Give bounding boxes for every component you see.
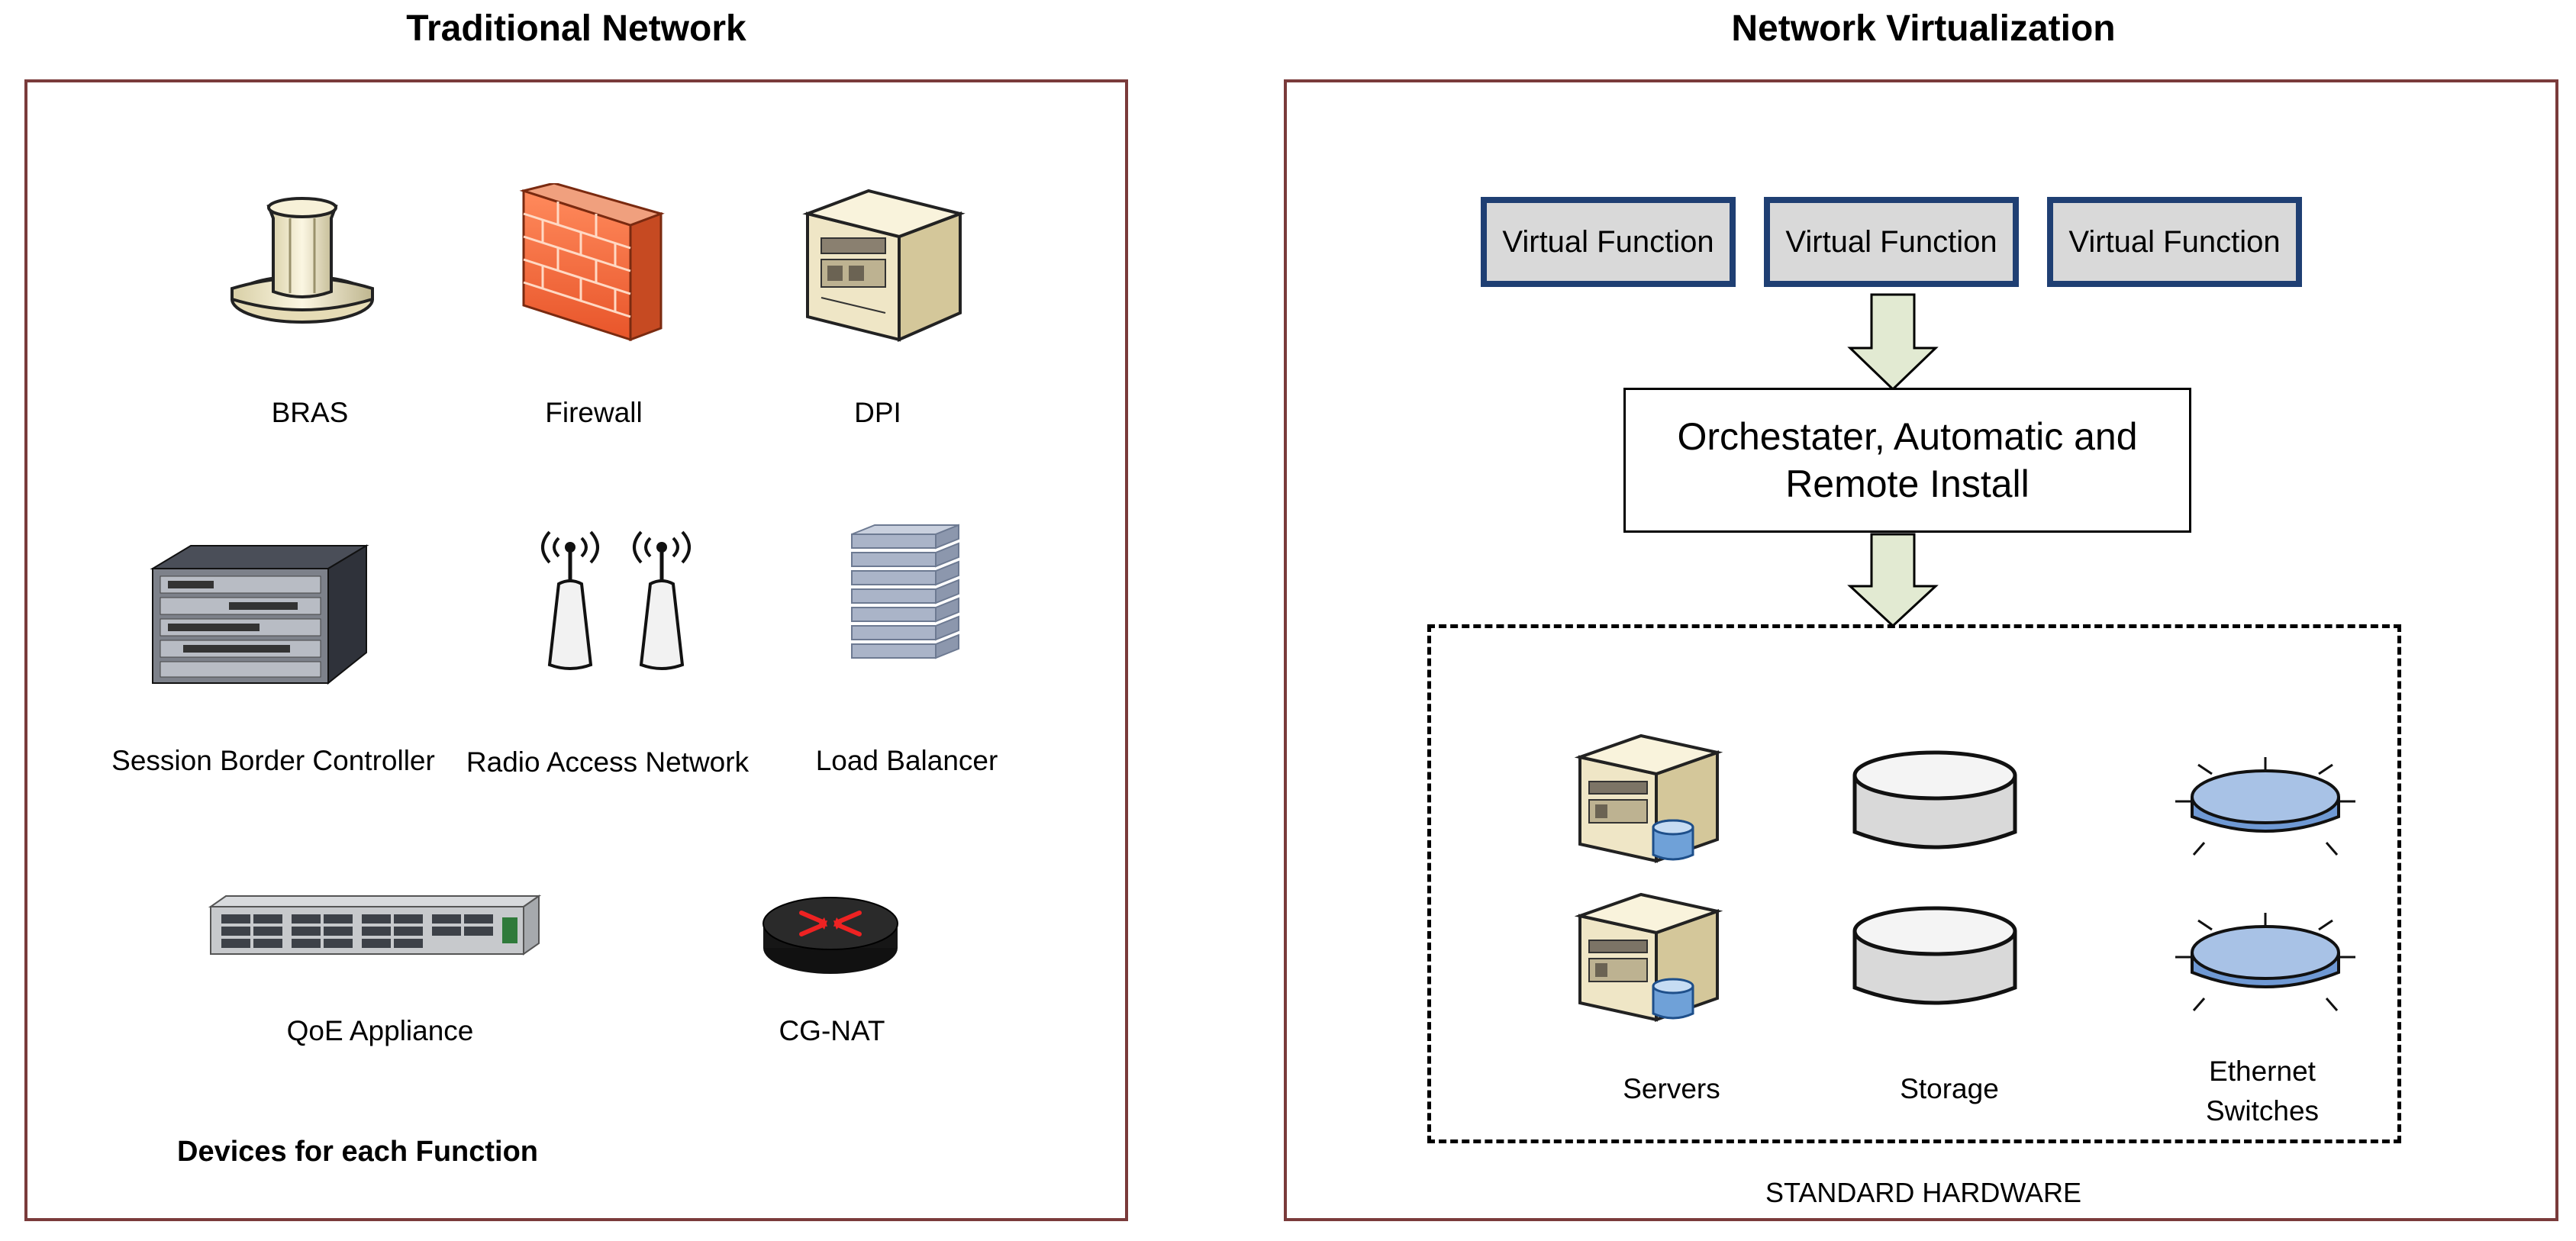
devices-caption: Devices for each Function [177,1136,539,1168]
network-virtualization-title: Network Virtualization [1731,8,2116,49]
traditional-network-panel [24,79,1128,1221]
router-icon [762,897,898,974]
orchestrator-line-1: Orchestater, Automatic and [1677,415,2138,458]
down-arrow-icon [1847,533,1939,628]
server-icon [1574,892,1723,1022]
network-virtualization-panel [1284,79,2558,1221]
virtual-function-box-1: Virtual Function [1481,197,1736,287]
antenna-icon [541,530,691,670]
down-arrow-icon [1847,293,1939,392]
device-label-qoe-appliance: QoE Appliance [286,1015,474,1046]
ethernet-switch-icon [2175,757,2355,856]
virtual-function-box-2: Virtual Function [1764,197,2019,287]
storage-label: Storage [1900,1073,1999,1104]
firewall-icon [519,183,665,342]
ethernet-switches-label: Ethernet Switches [2140,1052,2384,1131]
standard-hardware-caption: STANDARD HARDWARE [1765,1177,2082,1208]
device-label-firewall: Firewall [545,397,643,428]
dpi-icon [802,189,966,343]
virtual-function-box-3: Virtual Function [2047,197,2302,287]
device-label-radio-access-network: Radio Access Network [466,746,750,778]
storage-disk-icon [1852,750,2017,849]
orchestrator-line-2: Remote Install [1785,463,2030,505]
storage-disk-icon [1852,906,2017,1005]
device-label-bras: BRAS [271,397,349,428]
ethernet-switches-line-1: Ethernet [2209,1056,2316,1087]
traditional-network-title: Traditional Network [406,8,746,49]
bras-icon [231,197,374,324]
router-chassis-icon [150,544,369,685]
rack-server-icon [208,894,542,956]
orchestrator-box: Orchestater, Automatic and Remote Instal… [1623,388,2191,533]
ethernet-switches-line-2: Switches [2205,1095,2320,1127]
device-label-cg-nat: CG-NAT [779,1015,885,1046]
standard-hardware-box [1427,624,2401,1143]
device-label-load-balancer: Load Balancer [815,745,998,776]
ethernet-switch-icon [2175,913,2355,1011]
server-icon [1574,733,1723,863]
server-stack-icon [851,524,959,659]
device-label-dpi: DPI [854,397,901,428]
servers-label: Servers [1623,1073,1720,1104]
device-label-session-border-controller: Session Border Controller [111,745,435,776]
